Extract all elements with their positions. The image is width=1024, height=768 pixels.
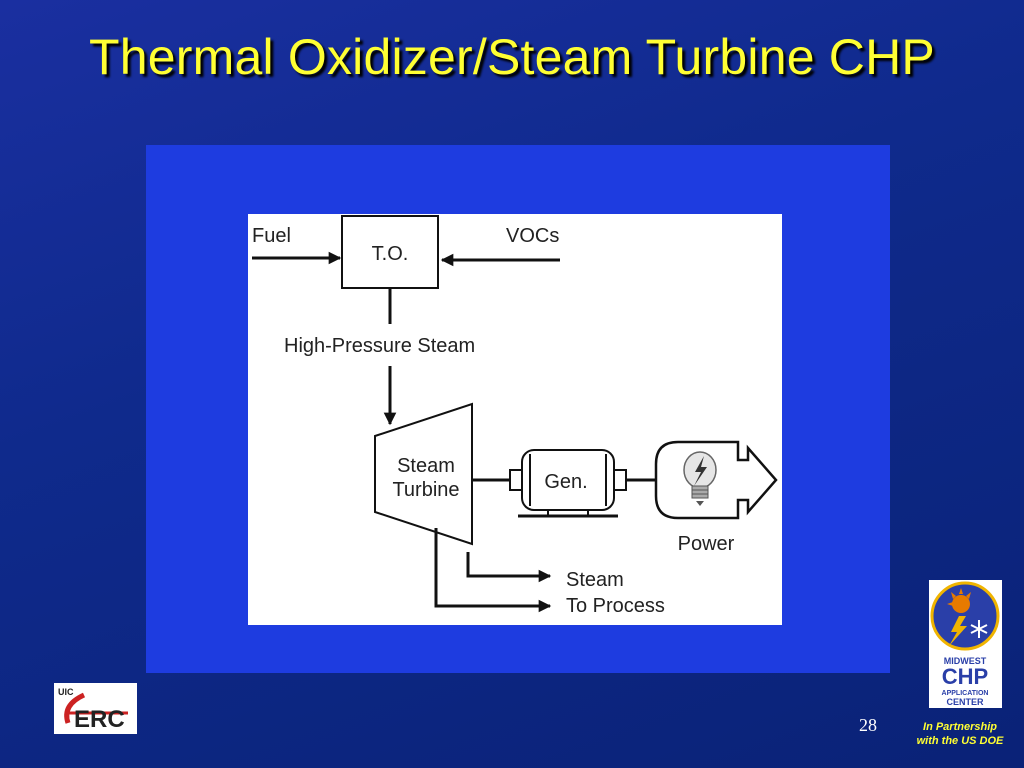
- generator-label: Gen.: [544, 471, 587, 493]
- diagram-panel: Fuel T.O. VOCs High-Pressure Steam Steam…: [248, 214, 782, 625]
- process-steam-line-1: [466, 552, 552, 583]
- partnership-line-2: with the US DOE: [916, 735, 1004, 747]
- power-output-shape: [654, 440, 778, 520]
- chp-process-diagram: Fuel T.O. VOCs High-Pressure Steam Steam…: [252, 215, 778, 617]
- fuel-label: Fuel: [252, 225, 291, 247]
- process-steam-line-2: [434, 528, 552, 613]
- slide-title: Thermal Oxidizer/Steam Turbine CHP: [89, 29, 935, 85]
- thermal-oxidizer-box: [341, 215, 439, 289]
- partnership-note: In Partnership with the US DOE: [896, 720, 1024, 748]
- high-pressure-steam-label: High-Pressure Steam: [284, 335, 475, 357]
- erc-logo-uic: UIC: [58, 687, 74, 697]
- steam-turbine-shape: [374, 402, 473, 546]
- midwest-logo-line1: MIDWEST: [944, 656, 987, 666]
- midwest-logo-line4: CENTER: [946, 697, 984, 707]
- power-label: Power: [678, 533, 735, 555]
- midwest-chp-logo: MIDWEST CHP APPLICATION CENTER: [929, 580, 1002, 708]
- snowflake-icon: [970, 620, 988, 638]
- turbine-label-line2: Turbine: [392, 479, 459, 501]
- midwest-logo-line3: APPLICATION: [942, 690, 989, 697]
- vocs-label: VOCs: [506, 225, 559, 247]
- page-number: 28: [859, 715, 877, 735]
- thermal-oxidizer-label: T.O.: [372, 243, 409, 265]
- process-label-line1: Steam: [566, 569, 624, 591]
- lightbulb-icon: [683, 451, 717, 506]
- erc-logo: UIC ERC: [54, 683, 137, 734]
- process-label-line2: To Process: [566, 595, 665, 617]
- midwest-logo-line2: CHP: [942, 664, 988, 689]
- generator: [509, 449, 627, 518]
- lightning-bolt-icon: [694, 456, 707, 486]
- partnership-line-1: In Partnership: [923, 721, 997, 733]
- turbine-label-line1: Steam: [397, 455, 455, 477]
- erc-logo-text: ERC: [74, 706, 125, 733]
- sun-icon: [947, 588, 971, 613]
